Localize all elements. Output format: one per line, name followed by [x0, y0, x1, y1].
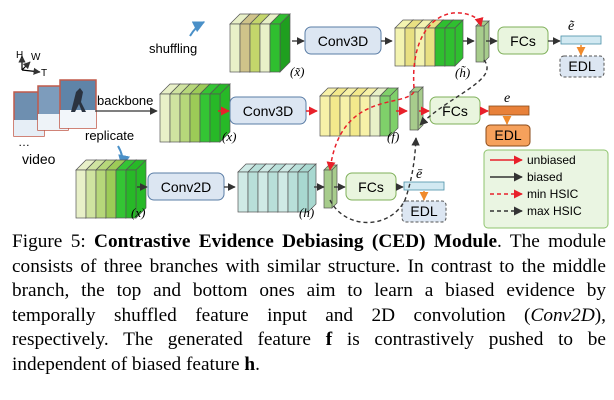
e-bar-label: ē	[416, 167, 423, 182]
figure-caption: Figure 5: Contrastive Evidence Debiasing…	[12, 230, 606, 378]
ced-module-diagram: H W T … video backbone replicate shuffli…	[13, 12, 609, 229]
e-mid-label: e	[504, 91, 510, 106]
max-hsic-top-curve	[419, 59, 488, 126]
axes-icon: H W T	[16, 50, 47, 79]
legend: unbiased biased min HSIC max HSIC	[483, 149, 609, 229]
caption-prefix: Figure 5:	[12, 231, 95, 252]
edl-bot-label: EDL	[410, 203, 437, 219]
h-bot-block-6	[297, 163, 317, 213]
axis-w-label: W	[31, 52, 41, 63]
x-bot-label: (x)	[131, 205, 145, 220]
legend-label-1: biased	[527, 170, 562, 184]
fcs-bot-label: FCs	[358, 179, 384, 195]
e-bar-bar	[403, 181, 445, 191]
max-hsic-bot-curve	[329, 137, 420, 224]
caption-f: f	[325, 329, 333, 351]
edl-top-label: EDL	[568, 58, 595, 74]
edl-mid-box	[485, 124, 531, 147]
legend-label-0: unbiased	[527, 153, 576, 167]
fcs-mid-label: FCs	[442, 103, 468, 119]
replicate-label: replicate	[85, 128, 134, 143]
caption-h: h	[244, 353, 256, 375]
conv3d-mid-label: Conv3D	[243, 103, 294, 119]
e-mid-bar	[488, 105, 530, 116]
h-bot-label: (h)	[299, 205, 314, 220]
legend-label-2: min HSIC	[527, 187, 579, 201]
conv3d-top-label: Conv3D	[318, 33, 369, 49]
conv2d-label: Conv2D	[161, 179, 212, 195]
edl-bot-box	[401, 200, 447, 223]
e-tilde-label: ẽ	[568, 19, 575, 34]
h-tilde-block-5	[444, 19, 464, 67]
caption-text-4: .	[255, 353, 260, 375]
caption-title: Contrastive Evidence Debiasing (CED) Mod…	[94, 231, 497, 252]
axis-h-label: H	[16, 50, 23, 61]
edl-mid-label: EDL	[494, 127, 521, 143]
axis-t-label: T	[41, 68, 47, 79]
x-tilde-label: (x̃)	[290, 64, 304, 79]
edl-top-box	[559, 55, 605, 78]
caption-text-2: ), respectively. The generated feature	[12, 304, 606, 351]
legend-label-3: max HSIC	[527, 204, 582, 218]
x-tilde-block-4	[269, 13, 291, 73]
min-hsic-top-curve	[412, 12, 484, 89]
caption-text-1: . The module consists of three branches …	[12, 231, 606, 326]
f-mid-label: (f)	[387, 129, 399, 144]
fcs-top-label: FCs	[510, 33, 536, 49]
f-mid-block-6	[379, 87, 399, 137]
e-tilde-bar	[560, 35, 602, 45]
min-hsic-bot-curve	[326, 91, 415, 171]
video-dots: …	[18, 135, 30, 149]
shuffling-label: shuffling	[149, 41, 197, 56]
caption-conv2d: Conv2D	[530, 304, 595, 326]
caption-text-3: is contrastively pushed to be independen…	[12, 329, 606, 375]
video-label: video	[22, 151, 56, 167]
backbone-label: backbone	[97, 93, 153, 108]
x-mid-label: (x)	[222, 129, 236, 144]
video-frames-image: …	[13, 79, 97, 149]
h-tilde-label: (h̃)	[455, 65, 470, 80]
